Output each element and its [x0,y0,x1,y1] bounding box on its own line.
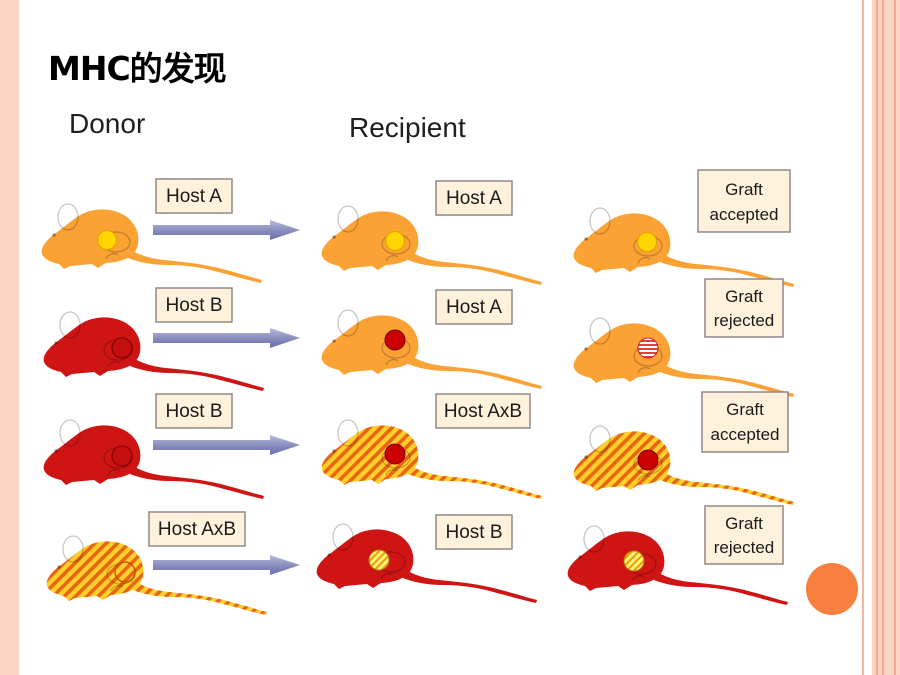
result-mouse-4 [566,525,789,606]
recipient-label-2: Host A [446,297,502,318]
donor-mouse-1 [40,203,263,284]
donor-mouse-3 [42,419,265,500]
result-line1-3: Graft [726,400,764,419]
recipient-label-box-3 [435,393,531,429]
transplant-arrow-3 [153,435,300,455]
recipient-mouse-4 [315,523,538,604]
recipient-mouse-1 [320,205,543,286]
transplant-arrow-1 [153,220,300,240]
row-3: Host B Host AxB Graft accepted [42,391,795,506]
donor-label-1: Host A [166,186,222,207]
transplant-arrow-4 [153,555,300,575]
left-frame-border [0,0,19,675]
page-title: MHC的发现 [48,49,227,88]
result-line2-3: accepted [711,425,780,444]
donor-label-box-3 [155,393,233,429]
donor-label-2: Host B [165,295,222,316]
result-label-box-2 [704,278,784,338]
donor-label-box-1 [155,178,233,214]
result-label-box-4 [704,505,784,565]
recipient-label-box-1 [435,180,513,216]
result-mouse-2 [572,317,795,398]
result-line1-4: Graft [725,514,763,533]
donor-mouse-4 [45,535,268,616]
recipient-header: Recipient [349,112,466,143]
donor-header: Donor [69,108,146,139]
donor-mouse-2 [42,311,265,392]
transplant-arrow-2 [153,328,300,348]
recipient-label-box-2 [435,289,513,325]
recipient-mouse-2 [320,309,543,390]
donor-label-3: Host B [165,401,222,422]
recipient-mouse-3 [320,419,543,500]
row-4: Host AxB Host B Graft rejected [45,505,789,616]
recipient-label-4: Host B [445,522,502,543]
donor-label-4: Host AxB [158,519,236,540]
donor-label-box-2 [155,287,233,323]
decorative-circle [806,563,858,615]
result-line2-2: rejected [714,311,774,330]
result-label-box-3 [701,391,789,453]
recipient-label-box-4 [435,514,513,550]
recipient-label-1: Host A [446,188,502,209]
result-line2-1: accepted [710,205,779,224]
right-frame-border [872,0,900,675]
recipient-label-3: Host AxB [444,401,522,422]
result-line1-1: Graft [725,180,763,199]
result-mouse-3 [572,425,795,506]
result-mouse-1 [572,207,795,288]
row-2: Host B Host A Graft rejected [42,278,795,398]
donor-label-box-4 [148,511,246,547]
row-1: Host A Host A Graft accepted [40,169,795,288]
right-frame-line [862,0,864,675]
result-label-box-1 [697,169,791,233]
result-line1-2: Graft [725,287,763,306]
result-line2-4: rejected [714,538,774,557]
